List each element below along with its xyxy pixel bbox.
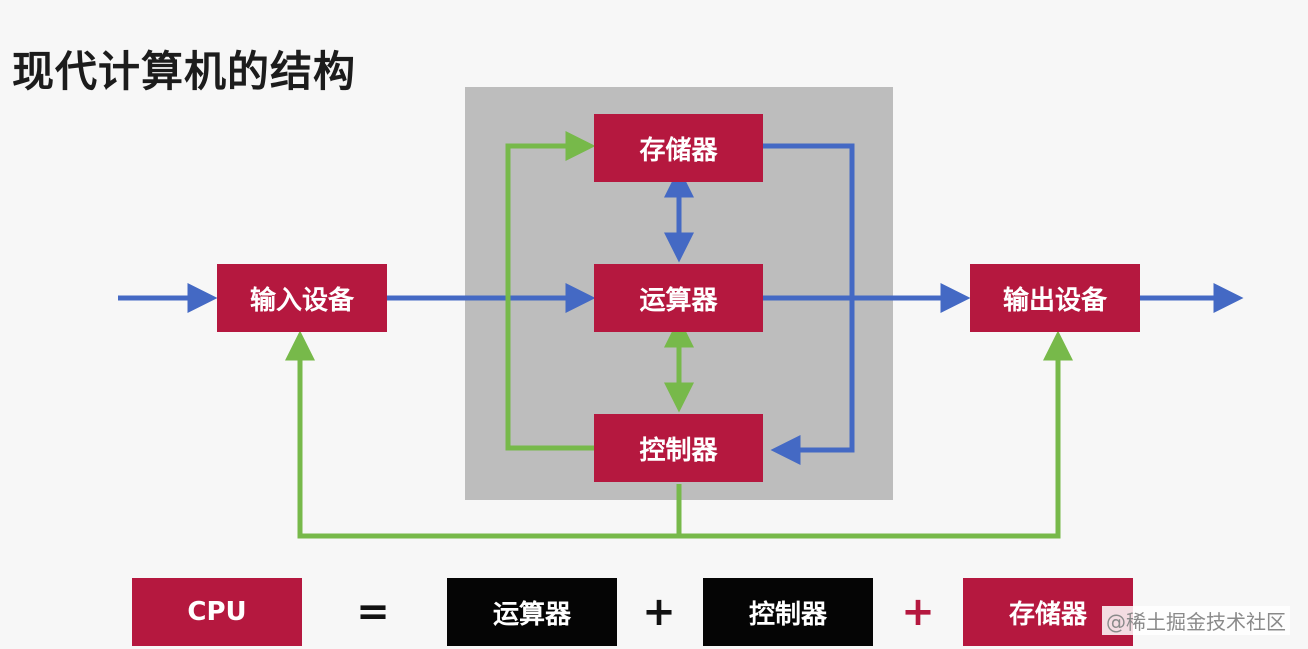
watermark: @稀土掘金技术社区 [1102,606,1290,635]
output-device-box: 输出设备 [970,264,1140,332]
input-device-box: 输入设备 [217,264,387,332]
arrow-control-to-output [679,330,1073,539]
arrow-storage-to-control [763,143,855,465]
arrow-control-to-input [285,330,679,539]
plus-sign-2: + [901,589,935,635]
equals-sign: = [356,589,390,635]
cpu-box: CPU [132,578,302,646]
page-title: 现代计算机的结构 [12,47,357,96]
arrow-control-to-storage [505,131,596,451]
storage-box: 存储器 [594,114,763,182]
equation-alu-box: 运算器 [447,578,617,646]
control-box: 控制器 [594,414,763,482]
alu-box: 运算器 [594,264,763,332]
equation-control-box: 控制器 [703,578,873,646]
plus-sign-1: + [642,589,676,635]
